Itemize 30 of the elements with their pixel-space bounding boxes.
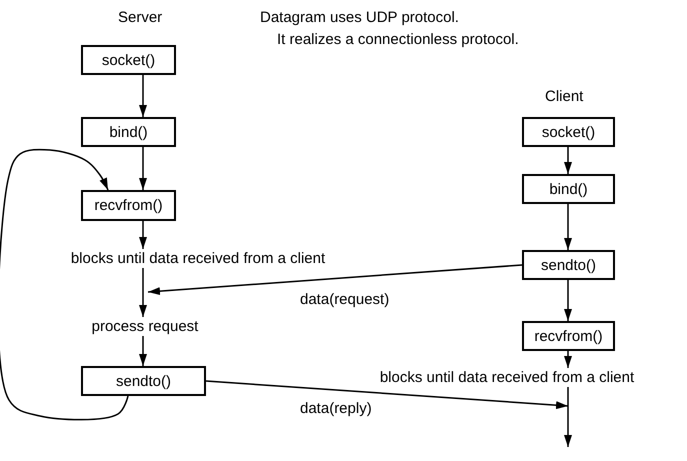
- arrow: [564, 204, 572, 250]
- note-text: Datagram uses UDP protocol.: [260, 9, 459, 27]
- arrow: [139, 268, 147, 317]
- arrow: [564, 147, 572, 174]
- process-box: recvfrom(): [81, 190, 176, 221]
- column-heading: Server: [118, 9, 162, 27]
- arrow: [564, 351, 572, 368]
- arrow: [139, 336, 147, 366]
- process-box: bind(): [81, 117, 176, 147]
- arrow: [139, 221, 147, 249]
- edge-label: data(reply): [298, 400, 374, 418]
- arrow: [148, 264, 522, 296]
- edge-label: data(request): [298, 291, 392, 309]
- step-text: process request: [92, 318, 198, 335]
- process-box: bind(): [522, 174, 615, 204]
- arrow: [206, 380, 568, 410]
- note-text: It realizes a connectionless protocol.: [277, 31, 519, 49]
- arrow: [564, 387, 572, 447]
- arrow: [139, 75, 147, 117]
- arrow: [139, 147, 147, 190]
- process-box: recvfrom(): [522, 321, 615, 351]
- process-box: sendto(): [81, 366, 206, 396]
- column-heading: Client: [545, 88, 584, 106]
- step-text: blocks until data received from a client: [70, 250, 326, 267]
- arrow: [0, 148, 129, 420]
- process-box: socket(): [81, 45, 176, 75]
- arrow: [564, 280, 572, 321]
- step-text: blocks until data received from a client: [380, 369, 634, 386]
- process-box: socket(): [522, 117, 615, 147]
- process-box: sendto(): [522, 250, 615, 280]
